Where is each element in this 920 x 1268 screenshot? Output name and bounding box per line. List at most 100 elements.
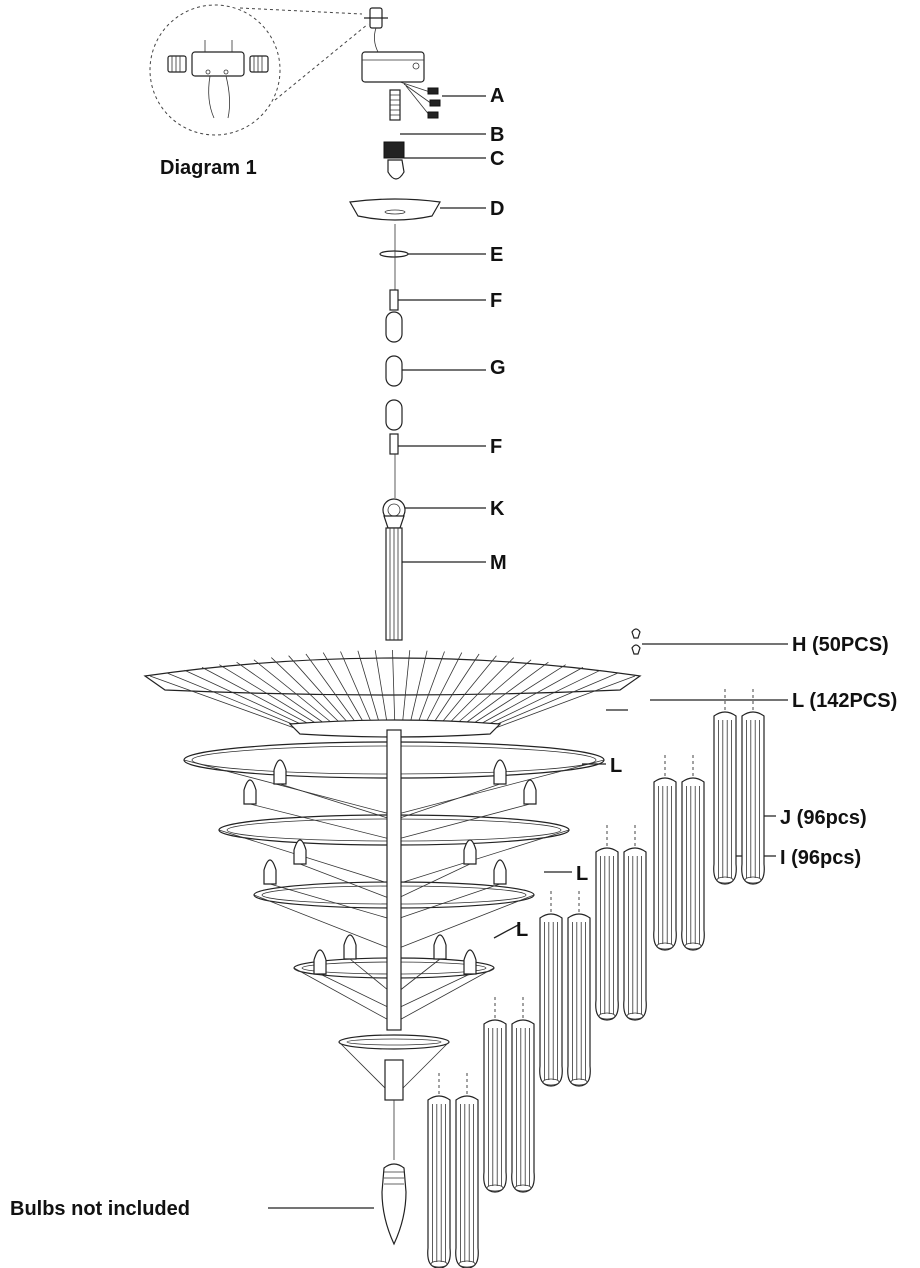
part-e-ring	[379, 250, 486, 258]
candle-arm	[279, 783, 395, 821]
candle-bulb	[523, 779, 537, 805]
part-a-mounting-box	[361, 51, 486, 119]
label-l-main: L (142PCS)	[792, 690, 898, 712]
candle-arm	[299, 863, 395, 901]
part-m-stem	[385, 527, 486, 641]
tier-strut	[293, 967, 395, 1024]
tube-end	[458, 1260, 476, 1268]
pendant-tube	[681, 777, 705, 951]
pendant-tube	[511, 1019, 535, 1193]
crown-rod	[415, 651, 445, 731]
pendant-tubes	[427, 686, 765, 1268]
label-c: C	[490, 148, 505, 170]
center-rod	[384, 729, 404, 1160]
label-l-1: L	[610, 755, 623, 777]
crown-rod	[455, 661, 549, 731]
crown-rod	[489, 675, 636, 731]
label-l-2: L	[576, 863, 589, 885]
crown-rod	[201, 667, 321, 731]
label-a: A	[490, 85, 505, 107]
candle-bulb	[433, 934, 447, 960]
crown-rod	[408, 650, 428, 731]
part-c-socket	[383, 141, 486, 180]
tube-end	[486, 1184, 504, 1192]
crown-rod	[483, 672, 618, 731]
tube-end	[626, 1012, 644, 1020]
label-f-bottom: F	[490, 436, 503, 458]
candle-bulb	[463, 839, 477, 865]
crown-rod	[253, 659, 341, 731]
candle-bulb	[273, 759, 287, 785]
label-h: H (50PCS)	[792, 634, 889, 656]
crown-rod	[435, 655, 497, 731]
pendant-tube	[567, 913, 591, 1087]
candle-bulb	[293, 839, 307, 865]
candle-bulb	[493, 759, 507, 785]
part-d-canopy	[349, 198, 486, 221]
tier-strut	[393, 759, 605, 816]
crown-rod	[305, 653, 362, 731]
label-e: E	[490, 244, 504, 266]
pendant-tube	[427, 1095, 451, 1268]
tube-end	[598, 1012, 616, 1020]
crown-rod	[167, 672, 307, 731]
pendant-tube	[483, 1019, 507, 1193]
tier-strut	[393, 967, 495, 1024]
tube-end	[744, 876, 762, 884]
candle-bulb	[263, 859, 277, 885]
pendant-tube	[455, 1095, 479, 1268]
tier-ring-inner	[346, 1038, 442, 1046]
label-l-3: L	[516, 919, 529, 941]
part-k-loop	[382, 498, 486, 529]
tube-end	[716, 876, 734, 884]
label-j: J (96pcs)	[780, 807, 867, 829]
bulb	[268, 1163, 407, 1246]
top-crown	[143, 649, 642, 738]
crown-rod	[236, 661, 335, 731]
part-g-chain	[385, 224, 486, 498]
bulbs-note: Bulbs not included	[10, 1198, 190, 1220]
crown-rod	[288, 655, 355, 731]
crown-rod	[469, 667, 584, 731]
candle-arm	[249, 803, 395, 841]
candle-bulb	[313, 949, 327, 975]
tier-strut	[393, 894, 535, 951]
diagram-1-label: Diagram 1	[160, 157, 257, 179]
pendant-tube	[595, 847, 619, 1021]
crown-rod	[149, 675, 301, 731]
part-b-threaded-nipple	[389, 89, 486, 135]
candle-arm	[269, 883, 395, 921]
diagram-1-detail	[149, 4, 369, 136]
pendant-tube	[539, 913, 563, 1087]
crown-rod	[374, 650, 389, 731]
tube-end	[514, 1184, 532, 1192]
crown-rod	[357, 650, 382, 731]
crown-rod	[340, 651, 375, 731]
pendant-tube	[623, 847, 647, 1021]
candle-arm	[393, 958, 441, 996]
candle-bulb	[243, 779, 257, 805]
candle-arm	[393, 863, 471, 901]
tube-end	[430, 1260, 448, 1268]
tube-end	[656, 942, 674, 950]
pendant-tube	[713, 711, 737, 885]
label-m: M	[490, 552, 507, 574]
pendant-tube	[741, 711, 765, 885]
candle-arm	[393, 973, 471, 1011]
crown-rod	[184, 669, 314, 731]
crown-rod	[421, 652, 463, 731]
crown-rod	[442, 657, 515, 731]
tier-strut	[393, 829, 570, 886]
tier-ring	[338, 1034, 450, 1050]
tier-strut	[253, 894, 395, 951]
candle-arm	[393, 883, 501, 921]
tube-end	[570, 1078, 588, 1086]
tier-strut	[183, 759, 395, 816]
tube-end	[684, 942, 702, 950]
candle-bulb	[463, 949, 477, 975]
label-g: G	[490, 357, 506, 379]
label-i: I (96pcs)	[780, 847, 862, 869]
crown-rod	[428, 653, 480, 731]
tube-end	[542, 1078, 560, 1086]
label-f-top: F	[490, 290, 503, 312]
